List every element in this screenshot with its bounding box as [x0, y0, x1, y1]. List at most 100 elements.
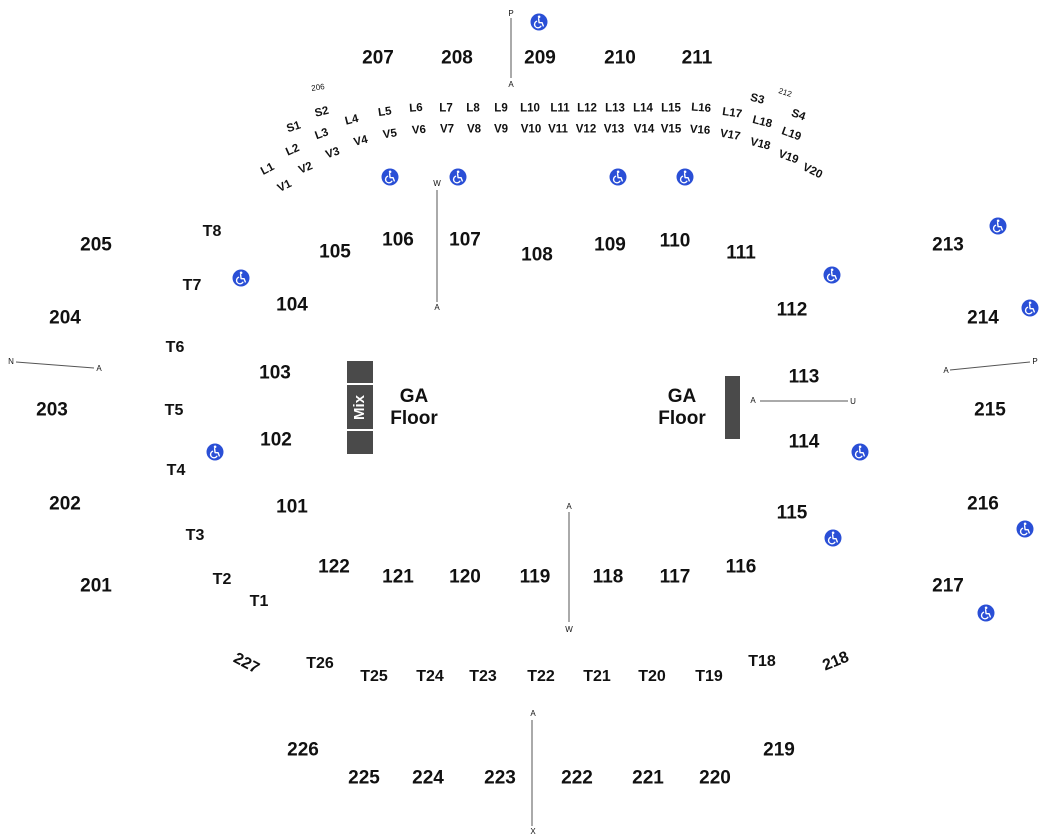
- section-t2[interactable]: T2: [212, 571, 232, 588]
- section-l18[interactable]: L18: [751, 114, 774, 131]
- section-208[interactable]: 208: [441, 47, 473, 69]
- section-113[interactable]: 113: [788, 366, 820, 388]
- section-t25[interactable]: T25: [360, 668, 388, 685]
- section-206[interactable]: 206: [310, 82, 326, 93]
- section-111[interactable]: 111: [726, 242, 756, 264]
- section-l2[interactable]: L2: [284, 142, 302, 159]
- section-v5[interactable]: V5: [382, 127, 398, 142]
- section-t19[interactable]: T19: [695, 668, 723, 685]
- section-l10[interactable]: L10: [520, 102, 540, 115]
- section-120[interactable]: 120: [449, 566, 481, 588]
- section-s1[interactable]: S1: [285, 119, 303, 136]
- section-202[interactable]: 202: [49, 493, 81, 515]
- section-119[interactable]: 119: [519, 566, 551, 588]
- section-117[interactable]: 117: [659, 566, 691, 588]
- section-t20[interactable]: T20: [638, 668, 666, 685]
- section-t5[interactable]: T5: [164, 402, 184, 419]
- section-v13[interactable]: V13: [603, 123, 625, 136]
- section-s4[interactable]: S4: [789, 107, 807, 124]
- section-l1[interactable]: L1: [258, 160, 277, 178]
- section-105[interactable]: 105: [319, 241, 351, 263]
- section-122[interactable]: 122: [318, 556, 350, 578]
- section-l15[interactable]: L15: [661, 102, 681, 115]
- section-t24[interactable]: T24: [416, 668, 444, 685]
- section-107[interactable]: 107: [449, 229, 481, 251]
- section-l12[interactable]: L12: [577, 102, 597, 115]
- section-v14[interactable]: V14: [633, 123, 655, 136]
- section-103[interactable]: 103: [259, 362, 291, 384]
- section-227[interactable]: 227: [230, 649, 263, 678]
- section-112[interactable]: 112: [776, 299, 808, 321]
- section-v2[interactable]: V2: [296, 160, 315, 177]
- section-116[interactable]: 116: [725, 556, 757, 578]
- section-211[interactable]: 211: [681, 47, 713, 69]
- section-v8[interactable]: V8: [466, 123, 482, 136]
- section-v7[interactable]: V7: [439, 123, 455, 136]
- section-222[interactable]: 222: [561, 767, 593, 789]
- section-204[interactable]: 204: [49, 307, 81, 329]
- section-110[interactable]: 110: [659, 230, 691, 252]
- section-l14[interactable]: L14: [633, 102, 653, 115]
- section-223[interactable]: 223: [484, 767, 516, 789]
- section-214[interactable]: 214: [967, 307, 999, 329]
- section-l8[interactable]: L8: [466, 102, 480, 115]
- section-v9[interactable]: V9: [493, 123, 509, 136]
- section-205[interactable]: 205: [80, 234, 112, 256]
- section-v18[interactable]: V18: [748, 135, 772, 153]
- section-t26[interactable]: T26: [306, 655, 334, 672]
- section-224[interactable]: 224: [412, 767, 444, 789]
- section-v12[interactable]: V12: [575, 123, 597, 136]
- section-104[interactable]: 104: [276, 294, 308, 316]
- mix-block[interactable]: [347, 385, 373, 429]
- section-t18[interactable]: T18: [748, 653, 776, 670]
- section-t6[interactable]: T6: [165, 339, 185, 356]
- section-v19[interactable]: V19: [776, 148, 800, 167]
- section-109[interactable]: 109: [594, 234, 626, 256]
- section-210[interactable]: 210: [604, 47, 636, 69]
- section-101[interactable]: 101: [276, 496, 308, 518]
- section-t4[interactable]: T4: [166, 462, 186, 479]
- section-l4[interactable]: L4: [343, 112, 360, 128]
- section-213[interactable]: 213: [932, 234, 964, 256]
- section-l7[interactable]: L7: [439, 102, 453, 115]
- section-v11[interactable]: V11: [548, 123, 568, 136]
- section-220[interactable]: 220: [699, 767, 731, 789]
- section-v3[interactable]: V3: [324, 145, 342, 162]
- section-215[interactable]: 215: [974, 399, 1006, 421]
- section-t22[interactable]: T22: [527, 668, 555, 685]
- section-218[interactable]: 218: [820, 648, 852, 675]
- section-l16[interactable]: L16: [690, 101, 712, 115]
- section-t1[interactable]: T1: [249, 593, 269, 610]
- section-l19[interactable]: L19: [779, 125, 803, 144]
- section-216[interactable]: 216: [967, 493, 999, 515]
- section-l9[interactable]: L9: [494, 102, 508, 115]
- section-s3[interactable]: S3: [748, 91, 766, 107]
- section-t23[interactable]: T23: [469, 668, 497, 685]
- section-221[interactable]: 221: [632, 767, 664, 789]
- section-v20[interactable]: V20: [800, 161, 825, 182]
- section-l11[interactable]: L11: [550, 102, 570, 115]
- section-118[interactable]: 118: [592, 566, 624, 588]
- section-t8[interactable]: T8: [202, 223, 222, 240]
- section-115[interactable]: 115: [776, 502, 808, 524]
- section-102[interactable]: 102: [260, 429, 292, 451]
- section-209[interactable]: 209: [524, 47, 556, 69]
- section-t3[interactable]: T3: [185, 527, 205, 544]
- section-l6[interactable]: L6: [408, 101, 424, 115]
- section-l5[interactable]: L5: [377, 105, 393, 120]
- section-226[interactable]: 226: [287, 739, 319, 761]
- section-108[interactable]: 108: [521, 244, 553, 266]
- section-v16[interactable]: V16: [689, 123, 711, 137]
- section-v15[interactable]: V15: [660, 123, 682, 136]
- section-106[interactable]: 106: [382, 229, 414, 251]
- section-t7[interactable]: T7: [182, 277, 202, 294]
- section-v1[interactable]: V1: [275, 177, 294, 195]
- section-203[interactable]: 203: [36, 399, 68, 421]
- section-201[interactable]: 201: [80, 575, 112, 597]
- section-s2[interactable]: S2: [313, 104, 331, 120]
- section-l17[interactable]: L17: [721, 105, 743, 121]
- section-114[interactable]: 114: [788, 431, 820, 453]
- section-v6[interactable]: V6: [411, 123, 427, 137]
- section-v4[interactable]: V4: [352, 133, 370, 149]
